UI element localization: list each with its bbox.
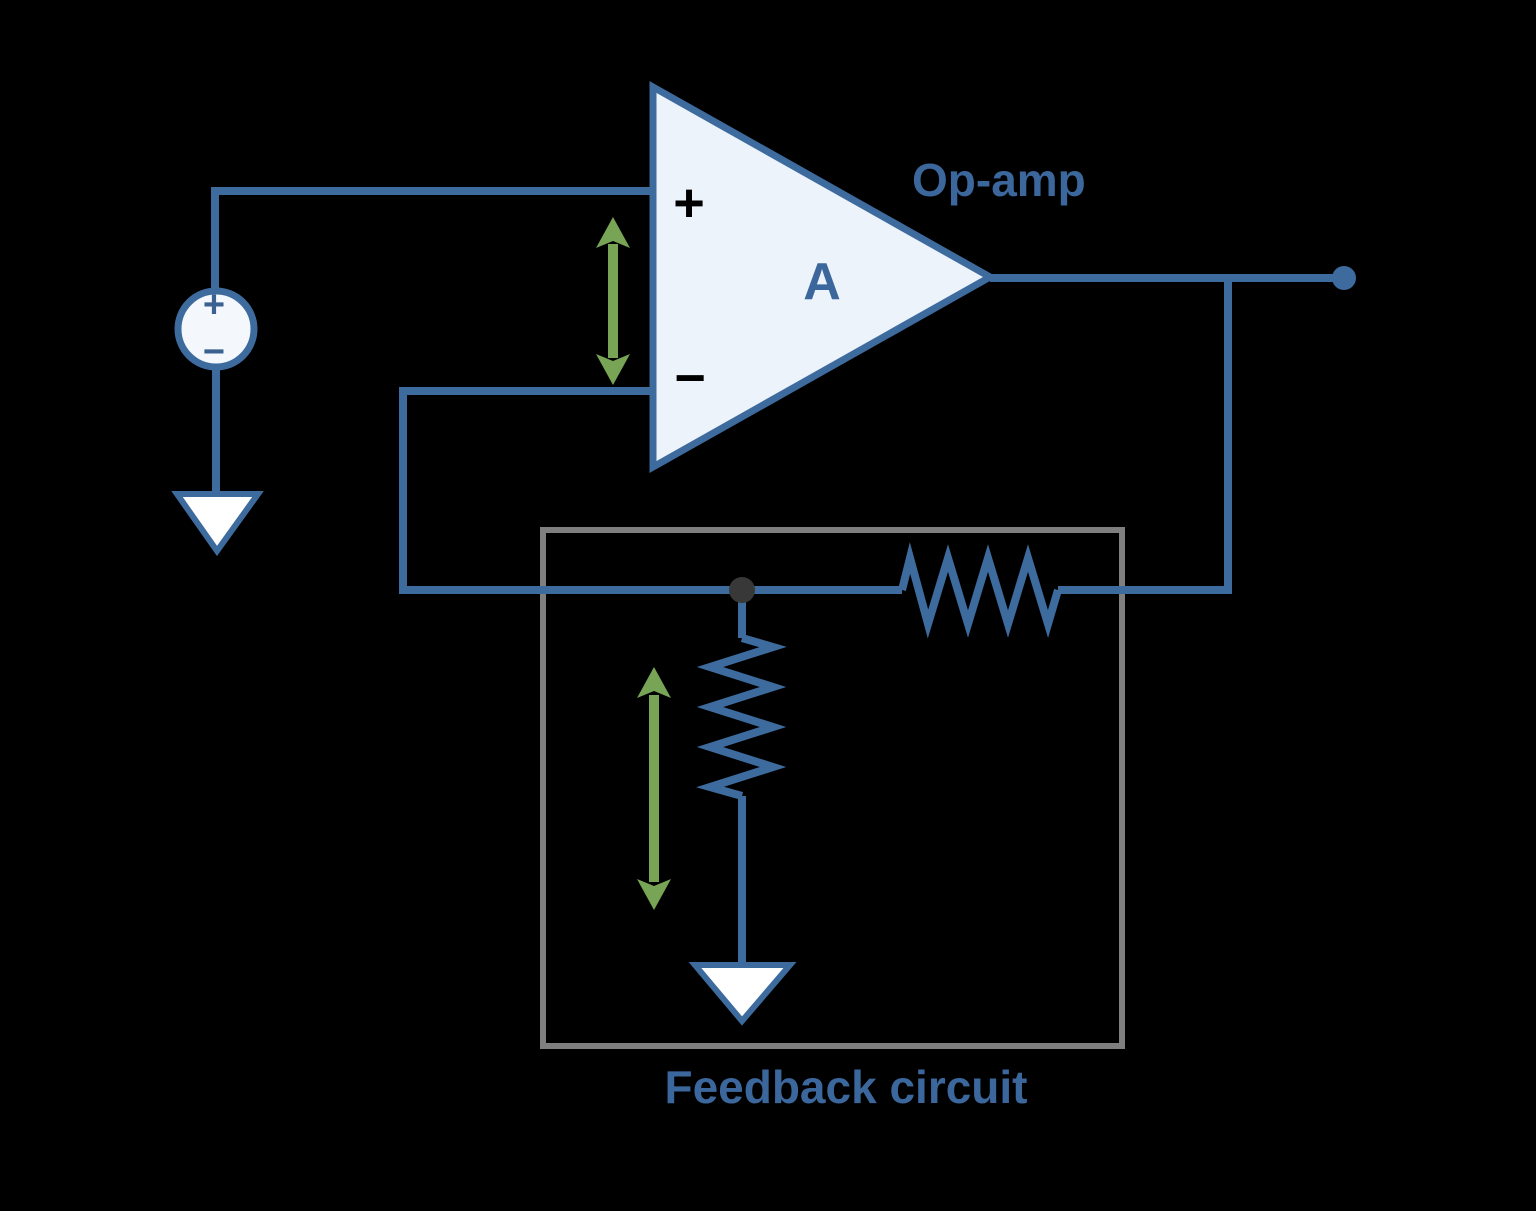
- opamp-gain-label: A: [803, 253, 841, 311]
- source-minus-sign: −: [203, 331, 225, 373]
- output-terminal-dot: [1332, 266, 1356, 290]
- inverting-input-wire: [399, 387, 902, 594]
- feedback-voltage-arrow-icon: [637, 667, 671, 910]
- feedback-return-wire: [1058, 278, 1232, 594]
- voltage-source: + −: [174, 284, 258, 373]
- noninverting-input-wire: [211, 187, 653, 294]
- opamp-title: Op-amp: [912, 154, 1086, 206]
- ground-icon: [688, 962, 797, 1026]
- opamp-minus-input-label: −: [674, 348, 706, 408]
- voltage-source-circle: [174, 287, 258, 371]
- source-plus-sign: +: [203, 284, 225, 326]
- junction-dot: [729, 577, 755, 603]
- input-voltage-arrow-icon: [596, 217, 630, 385]
- feedback-box: [540, 527, 1125, 1049]
- opamp: + − A Op-amp: [649, 81, 1086, 473]
- feedback-caption: Feedback circuit: [664, 1061, 1027, 1113]
- ground-icon: [171, 491, 264, 557]
- feedback-resistor-horizontal: [898, 542, 1062, 639]
- feedback-resistor-vertical: [696, 634, 787, 800]
- opamp-triangle: [649, 81, 998, 473]
- opamp-plus-input-label: +: [673, 173, 705, 233]
- wires: [211, 187, 1338, 967]
